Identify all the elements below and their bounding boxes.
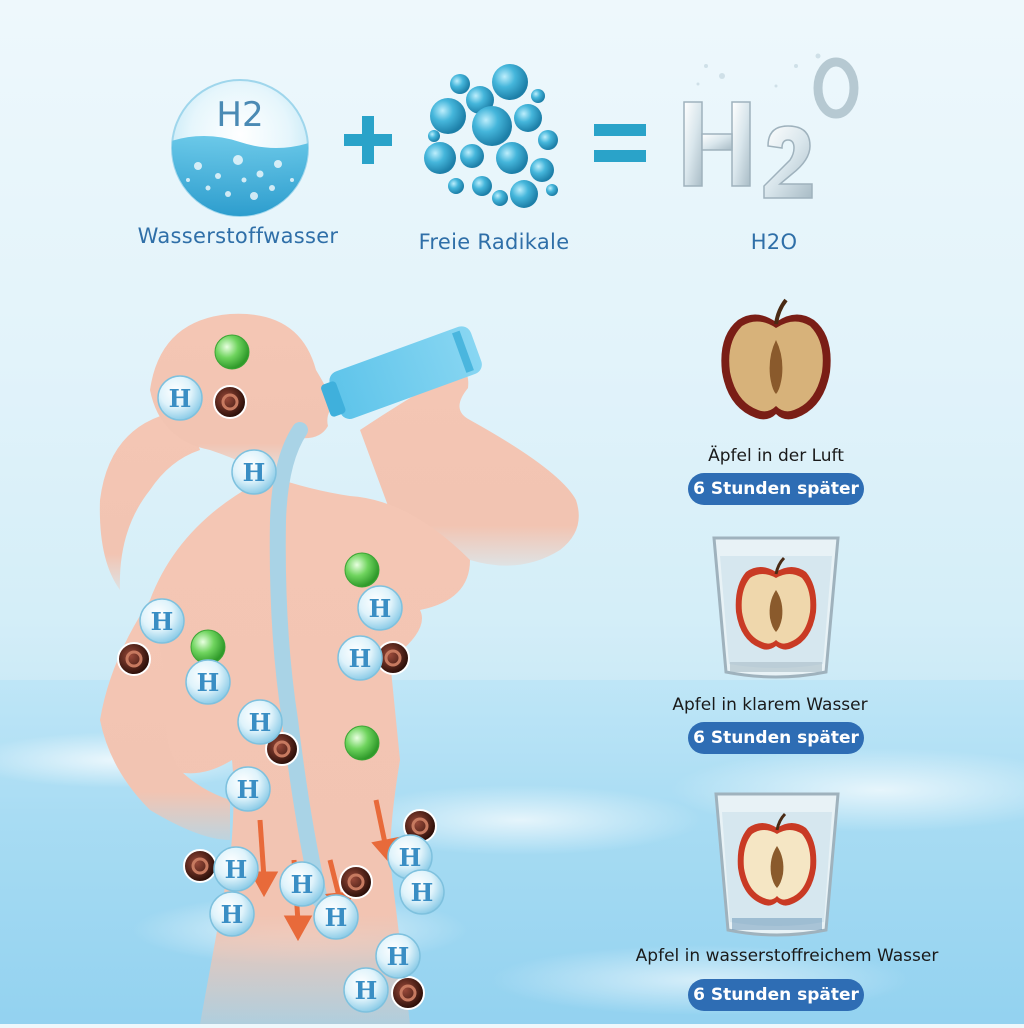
svg-text:H: H	[369, 594, 392, 623]
caption-apple-hydrogen-water: Apfel in wasserstoffreichem Wasser	[635, 946, 939, 966]
hydrogen-molecule-icon: H H H H H H H H H H H H H H H H	[139, 375, 445, 1013]
svg-text:H: H	[221, 900, 244, 929]
equals-icon	[592, 122, 648, 166]
svg-text:H: H	[151, 607, 174, 636]
svg-text:H: H	[325, 903, 348, 932]
free-radicals-cluster	[420, 60, 560, 210]
hydrogen-water-sphere: H2	[168, 76, 312, 220]
svg-text:H: H	[349, 644, 372, 673]
green-radical-icon	[190, 334, 380, 761]
dark-radical-icon	[117, 385, 437, 1010]
svg-text:H: H	[237, 775, 260, 804]
badge-apple-hydrogen-water: 6 Stunden später	[688, 979, 864, 1011]
svg-text:H: H	[225, 855, 248, 884]
label-h2o: H2O	[750, 230, 798, 254]
svg-text:H: H	[355, 976, 378, 1005]
svg-text:H: H	[243, 458, 266, 487]
apple-in-clear-water-image	[710, 532, 842, 682]
plus-icon	[340, 112, 396, 168]
svg-text:H: H	[399, 843, 422, 872]
label-hydrogen-water: Wasserstoffwasser	[137, 224, 339, 248]
h2o-ice-letters	[676, 46, 866, 210]
apple-in-hydrogen-water-image	[712, 790, 842, 940]
svg-text:H: H	[169, 384, 192, 413]
h2-symbol: H2	[216, 95, 263, 135]
label-free-radicals: Freie Radikale	[418, 230, 570, 254]
svg-text:H: H	[411, 878, 434, 907]
svg-text:H: H	[291, 870, 314, 899]
badge-apple-air: 6 Stunden später	[688, 473, 864, 505]
svg-text:H: H	[197, 668, 220, 697]
caption-apple-clear-water: Apfel in klarem Wasser	[672, 695, 868, 715]
svg-text:H: H	[387, 942, 410, 971]
apple-in-air-image	[716, 296, 836, 426]
svg-text:H: H	[249, 708, 272, 737]
badge-apple-clear-water: 6 Stunden später	[688, 722, 864, 754]
caption-apple-air: Äpfel in der Luft	[708, 446, 844, 466]
